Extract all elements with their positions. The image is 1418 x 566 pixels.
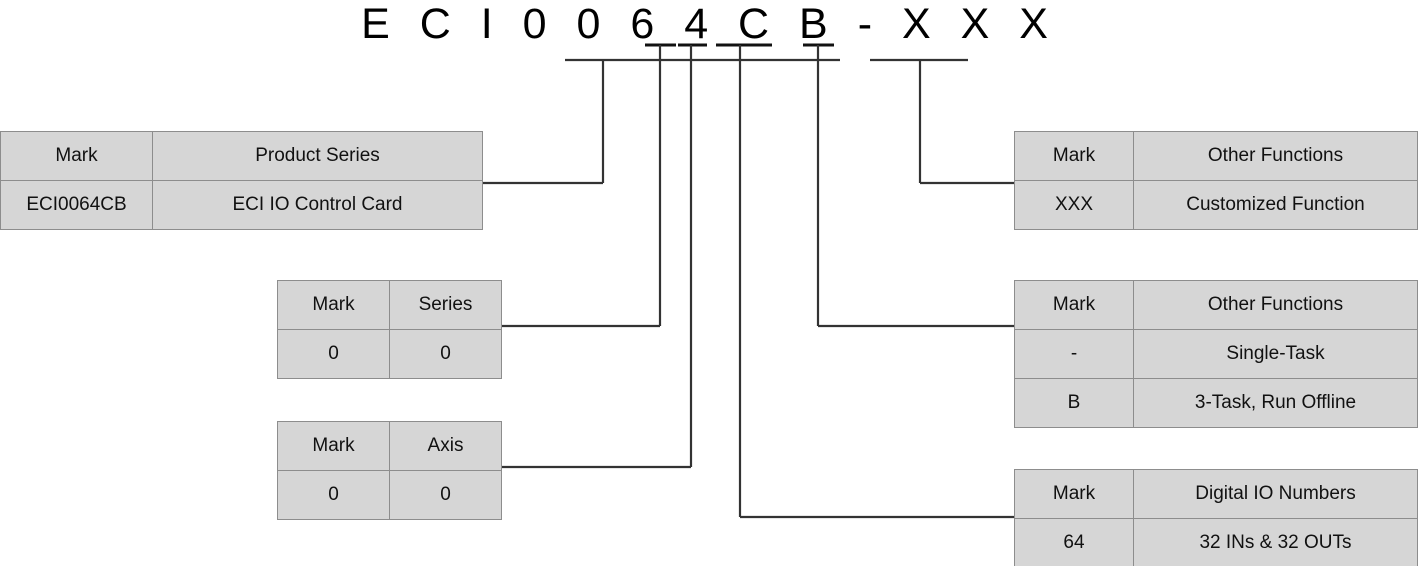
header-series: Series (389, 280, 502, 330)
table-row: 0 0 (277, 470, 502, 520)
cell-mark-value: 0 (277, 329, 390, 379)
table-row: Mark Series (277, 280, 502, 330)
header-mark: Mark (1014, 131, 1134, 181)
table-row: ECI0064CB ECI IO Control Card (0, 180, 483, 230)
header-mark: Mark (1014, 280, 1134, 330)
cell-digital-io-value: 32 INs & 32 OUTs (1133, 518, 1418, 566)
table-row: 0 0 (277, 329, 502, 379)
cell-other-functions-value: Customized Function (1133, 180, 1418, 230)
table-series: Mark Series 0 0 (277, 280, 502, 379)
table-row: XXX Customized Function (1014, 180, 1418, 230)
table-digital-io: Mark Digital IO Numbers 64 32 INs & 32 O… (1014, 469, 1418, 566)
header-other-functions: Other Functions (1133, 131, 1418, 181)
table-other-functions-task: Mark Other Functions - Single-Task B 3-T… (1014, 280, 1418, 428)
table-product-series: Mark Product Series ECI0064CB ECI IO Con… (0, 131, 483, 230)
header-other-functions: Other Functions (1133, 280, 1418, 330)
table-other-functions-custom: Mark Other Functions XXX Customized Func… (1014, 131, 1418, 230)
cell-mark-value: 64 (1014, 518, 1134, 566)
header-digital-io: Digital IO Numbers (1133, 469, 1418, 519)
cell-mark-value: ECI0064CB (0, 180, 153, 230)
header-mark: Mark (1014, 469, 1134, 519)
cell-axis-value: 0 (389, 470, 502, 520)
table-axis: Mark Axis 0 0 (277, 421, 502, 520)
header-mark: Mark (0, 131, 153, 181)
table-row: - Single-Task (1014, 329, 1418, 379)
header-product-series: Product Series (152, 131, 483, 181)
table-row: Mark Axis (277, 421, 502, 471)
cell-series-value: 0 (389, 329, 502, 379)
cell-mark-value: B (1014, 378, 1134, 428)
table-row: Mark Digital IO Numbers (1014, 469, 1418, 519)
cell-mark-value: - (1014, 329, 1134, 379)
table-row: 64 32 INs & 32 OUTs (1014, 518, 1418, 566)
header-mark: Mark (277, 280, 390, 330)
table-row: Mark Other Functions (1014, 131, 1418, 181)
cell-other-functions-value: 3-Task, Run Offline (1133, 378, 1418, 428)
table-row: Mark Other Functions (1014, 280, 1418, 330)
table-row: Mark Product Series (0, 131, 483, 181)
table-row: B 3-Task, Run Offline (1014, 378, 1418, 428)
model-number-title: E C I 0 0 6 4 C B - X X X (361, 0, 1057, 48)
cell-mark-value: 0 (277, 470, 390, 520)
header-mark: Mark (277, 421, 390, 471)
cell-other-functions-value: Single-Task (1133, 329, 1418, 379)
header-axis: Axis (389, 421, 502, 471)
cell-product-series-value: ECI IO Control Card (152, 180, 483, 230)
cell-mark-value: XXX (1014, 180, 1134, 230)
